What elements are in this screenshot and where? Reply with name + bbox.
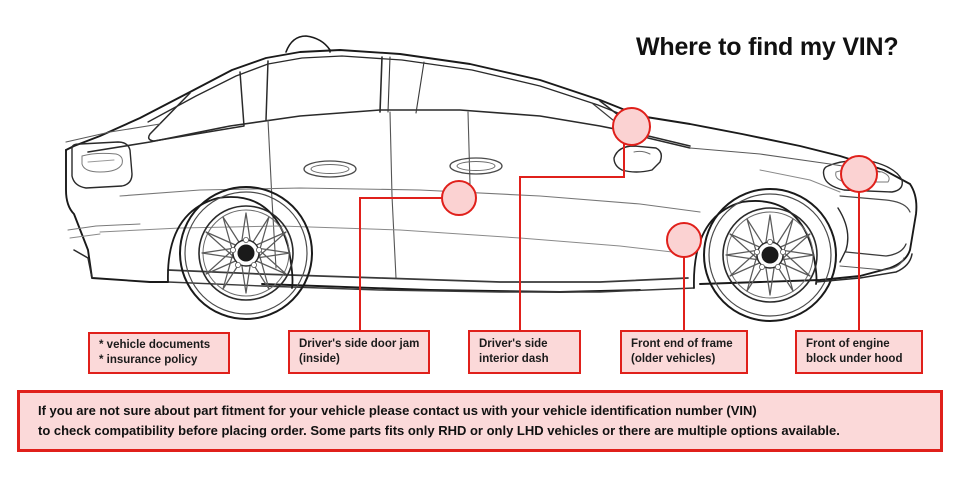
callout-line: Driver's side <box>479 338 548 350</box>
leader-door-jam-horizontal <box>359 197 443 199</box>
callout-line: interior dash <box>479 353 549 365</box>
part-fitment-notice: If you are not sure about part fitment f… <box>17 390 943 452</box>
callout-line: (inside) <box>299 353 340 365</box>
front-of-engine-block-marker[interactable] <box>840 155 878 193</box>
callout-line: Driver's side door jam <box>299 338 420 350</box>
driver-side-door-jam-marker[interactable] <box>441 180 477 216</box>
callout-driver-side-interior-dash[interactable]: Driver's side interior dash <box>468 330 581 374</box>
callout-line: * vehicle documents <box>99 339 211 351</box>
callout-line: * insurance policy <box>99 354 198 366</box>
leader-interior-dash-stub <box>623 126 625 178</box>
leader-engine-block-vertical <box>858 174 860 332</box>
callout-line: block under hood <box>806 353 903 365</box>
leader-front-frame-vertical <box>683 240 685 332</box>
callout-front-of-engine-block[interactable]: Front of engine block under hood <box>795 330 923 374</box>
callout-vehicle-documents[interactable]: * vehicle documents * insurance policy <box>88 332 230 374</box>
notice-line: to check compatibility before placing or… <box>38 423 840 438</box>
leader-door-jam-vertical <box>359 197 361 332</box>
front-end-of-frame-marker[interactable] <box>666 222 702 258</box>
callout-driver-side-door-jam[interactable]: Driver's side door jam (inside) <box>288 330 430 374</box>
leader-interior-dash-vertical <box>519 176 521 332</box>
callout-line: (older vehicles) <box>631 353 716 365</box>
leader-interior-dash-horizontal <box>519 176 625 178</box>
callout-line: Front end of frame <box>631 338 733 350</box>
callout-line: Front of engine <box>806 338 890 350</box>
notice-line: If you are not sure about part fitment f… <box>38 403 757 418</box>
page-title: Where to find my VIN? <box>636 33 899 61</box>
driver-side-interior-dash-marker[interactable] <box>612 107 651 146</box>
callout-front-end-of-frame[interactable]: Front end of frame (older vehicles) <box>620 330 748 374</box>
